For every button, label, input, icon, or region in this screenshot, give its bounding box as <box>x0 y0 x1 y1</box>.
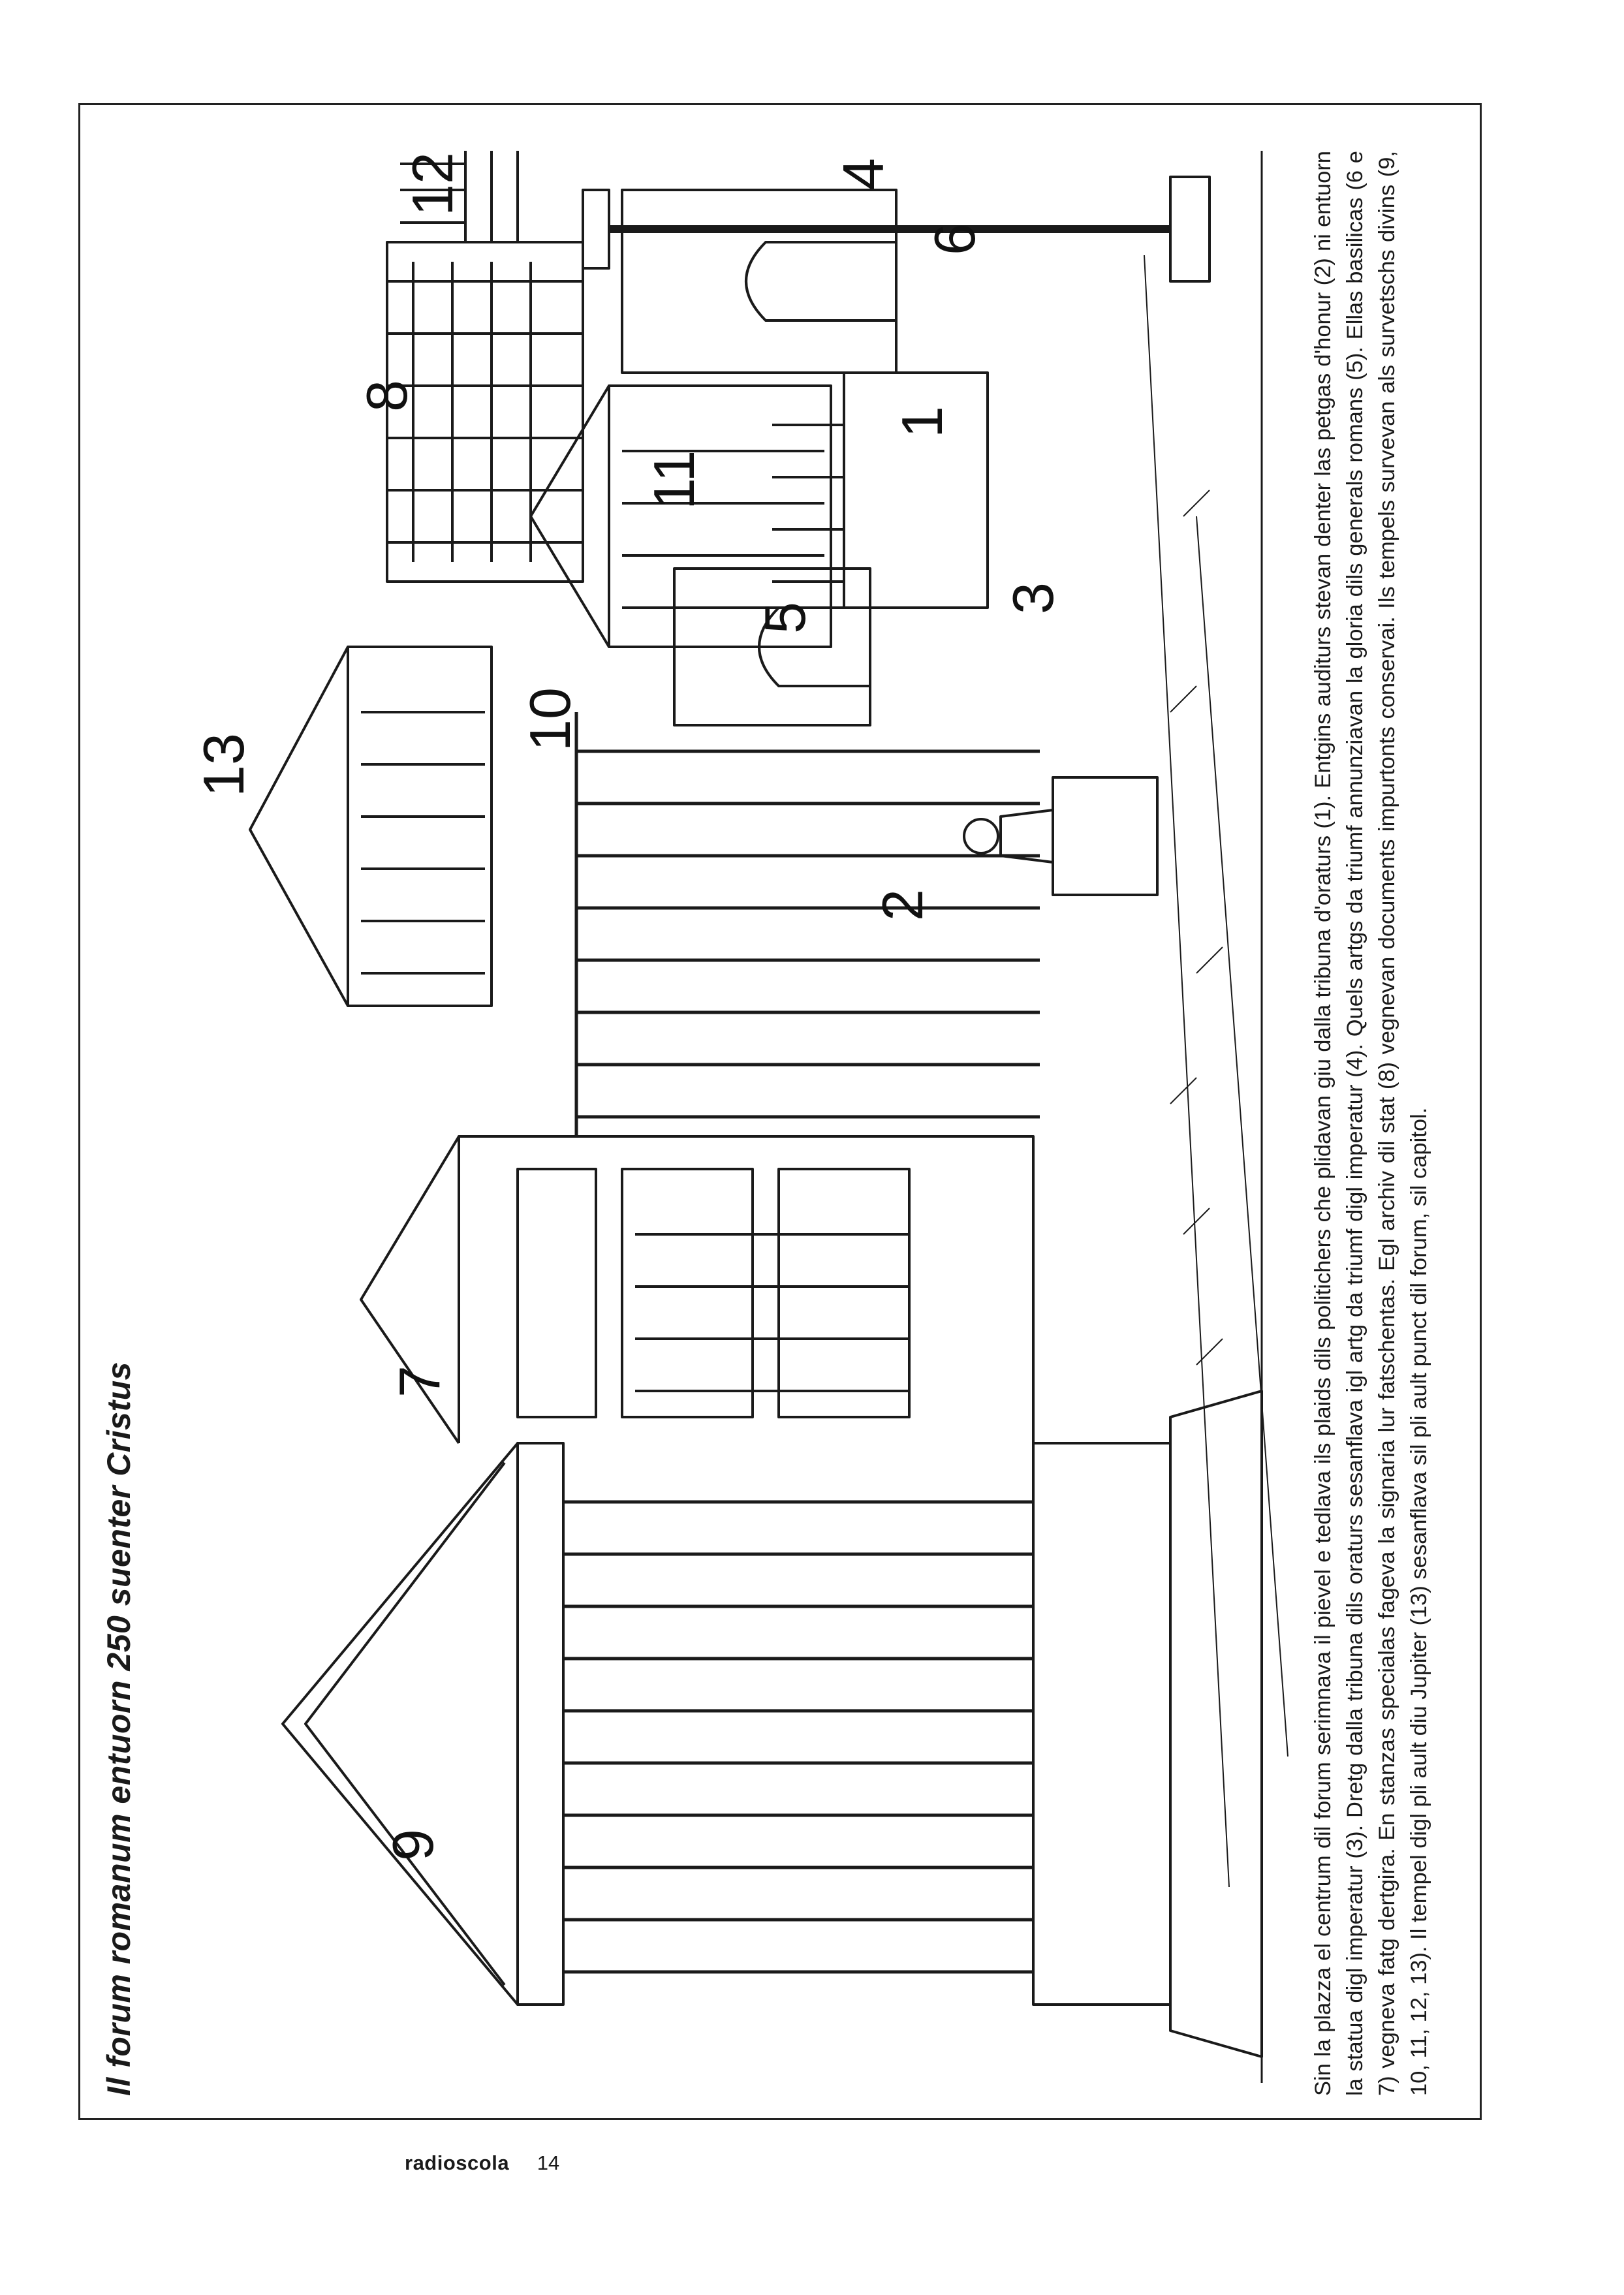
triumphal-arch-4 <box>621 189 898 374</box>
basilica-6 <box>582 176 1211 283</box>
page-frame: Il forum romanum entuorn 250 suenter Cri… <box>78 103 1482 2120</box>
publication-name: radioscola <box>405 2151 510 2174</box>
forum-illustration: 1 2 3 4 5 6 7 8 9 10 11 12 13 <box>191 151 1288 2083</box>
label-5: 5 <box>753 602 817 634</box>
basilica-7 <box>360 1135 1035 1444</box>
label-4: 4 <box>831 158 896 190</box>
temple-12 <box>400 151 519 242</box>
caption-text: Sin la plazza el centrum dil forum serim… <box>1311 151 1431 2096</box>
label-13: 13 <box>191 733 256 797</box>
label-12: 12 <box>400 152 465 216</box>
archive-8 <box>386 241 584 583</box>
page-footer: radioscola 14 <box>405 2151 559 2175</box>
page-number: 14 <box>537 2151 560 2174</box>
temple-13 <box>249 646 493 1007</box>
statue-3 <box>963 776 1159 896</box>
page-title: Il forum romanum entuorn 250 suenter Cri… <box>101 1362 137 2096</box>
label-11: 11 <box>642 450 706 510</box>
label-9: 9 <box>381 1829 445 1861</box>
label-6: 6 <box>922 223 987 255</box>
label-10: 10 <box>518 687 582 751</box>
rostra-1 <box>772 371 989 609</box>
label-8: 8 <box>354 380 419 412</box>
rotated-content: Il forum romanum entuorn 250 suenter Cri… <box>80 105 1484 2122</box>
label-7: 7 <box>387 1366 452 1397</box>
label-1: 1 <box>890 406 954 438</box>
label-3: 3 <box>1001 582 1065 614</box>
temple-9 <box>281 1390 1263 2058</box>
columns-of-honour-2 <box>574 712 1040 1136</box>
label-2: 2 <box>870 889 935 921</box>
